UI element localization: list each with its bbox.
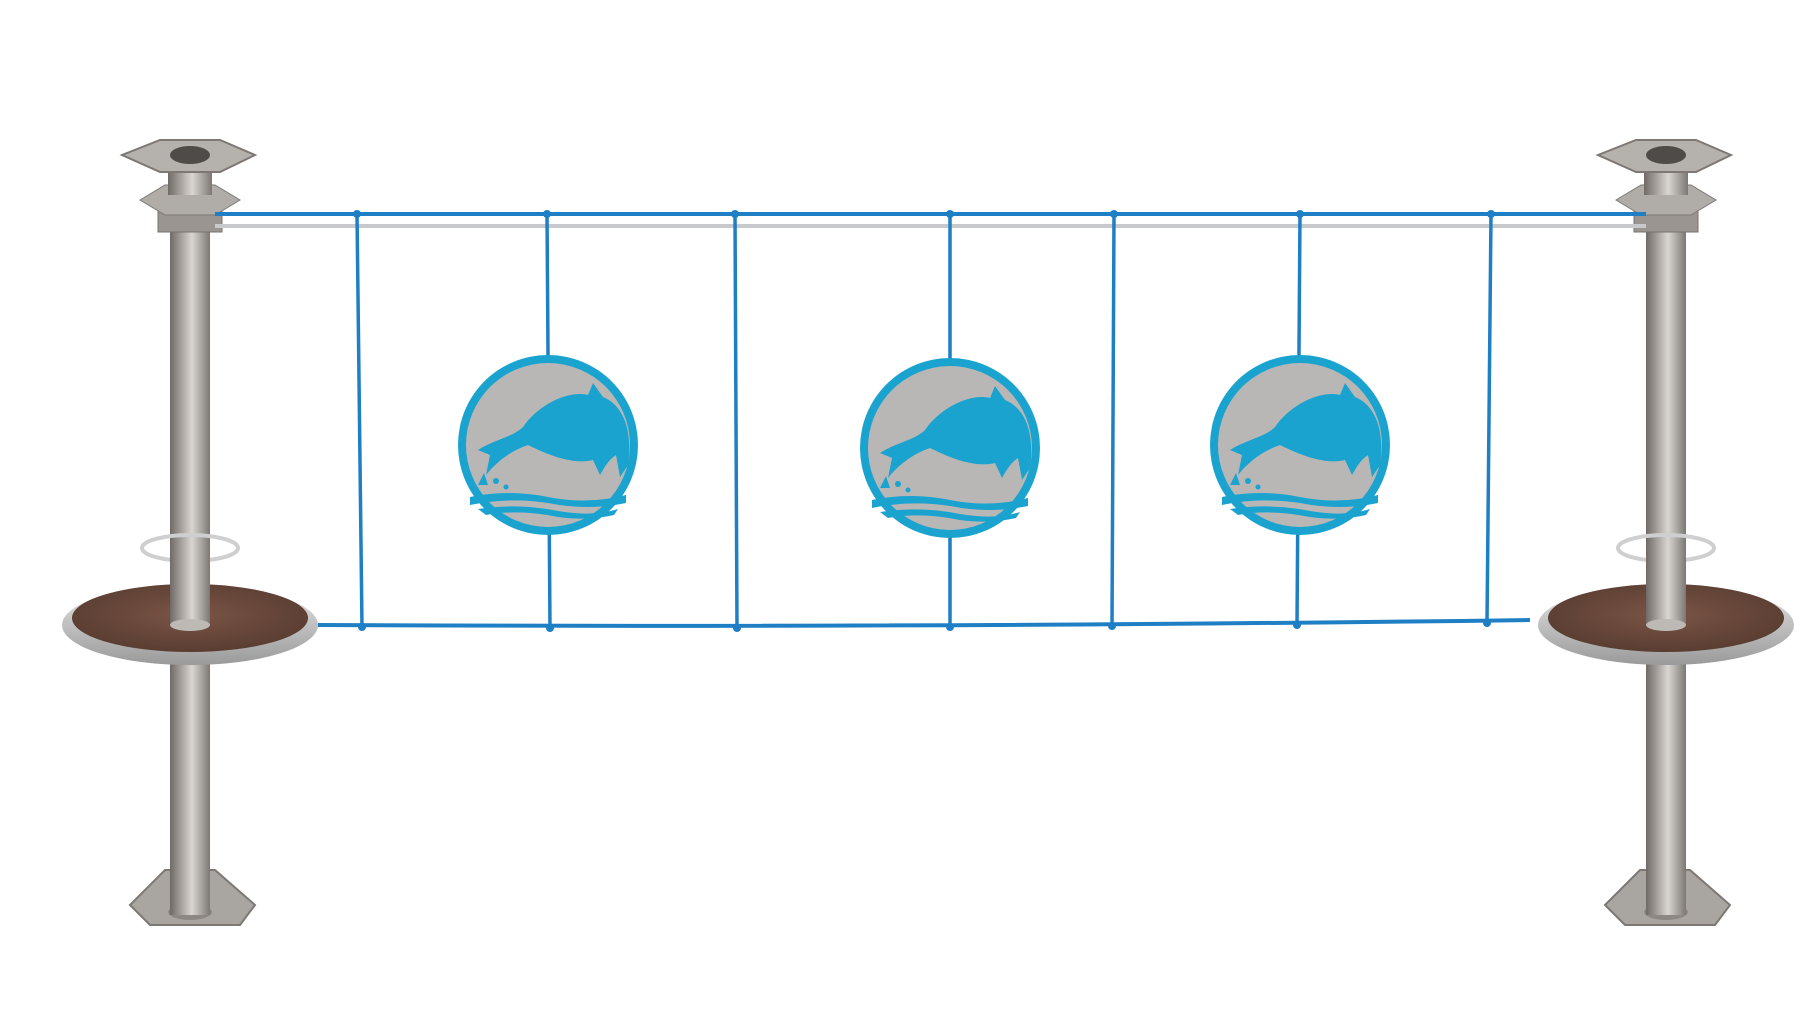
- bottom-blue-rope: [317, 618, 1531, 628]
- dolphin-sign: [458, 355, 638, 535]
- right-post-lower-shaft: [1646, 660, 1686, 915]
- right-post: [1538, 139, 1794, 926]
- vertical-rope: [1110, 213, 1116, 627]
- dolphin-icon: [470, 383, 630, 519]
- left-post-lower-shaft: [170, 660, 210, 915]
- dolphin-icon: [1222, 383, 1382, 519]
- vertical-rope: [355, 213, 364, 628]
- left-post: [62, 139, 318, 926]
- vertical-rope: [733, 213, 739, 629]
- dolphin-sign: [860, 358, 1040, 538]
- vertical-rope: [1485, 213, 1493, 624]
- dolphin-sign: [1210, 355, 1390, 535]
- dolphin-icon: [872, 386, 1032, 522]
